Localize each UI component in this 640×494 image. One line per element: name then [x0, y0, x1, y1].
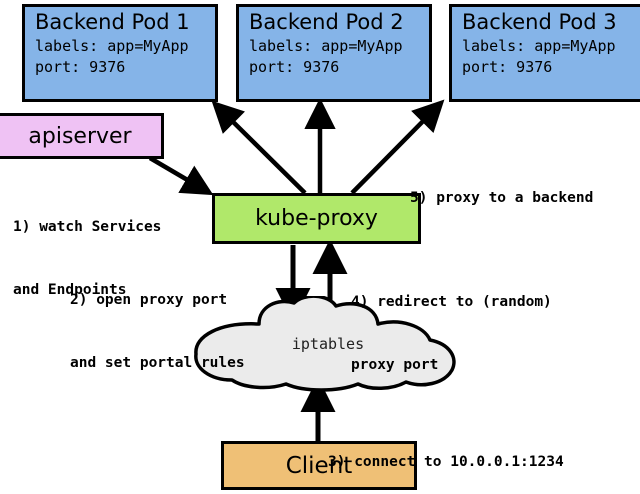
backend-pod-1-port: port: 9376: [35, 58, 126, 76]
backend-pod-2[interactable]: Backend Pod 2 labels: app=MyApp port: 93…: [236, 4, 432, 102]
step-1-line-2: and Endpoints: [13, 282, 127, 298]
step-4-label: 4) redirect to (random) proxy port: [351, 250, 552, 418]
backend-pod-1[interactable]: Backend Pod 1 labels: app=MyApp port: 93…: [22, 4, 218, 102]
step-2-line-1: 2) open proxy port: [70, 292, 228, 308]
backend-pod-3-title: Backend Pod 3: [462, 10, 617, 34]
step-3-label: 3) connect to 10.0.0.1:1234: [328, 410, 564, 494]
backend-pod-3-labels: labels: app=MyApp: [462, 37, 616, 55]
step-5-label: 5) proxy to a backend: [410, 146, 593, 251]
kube-proxy-label: kube-proxy: [255, 206, 378, 231]
step-1-line-1: 1) watch Services: [13, 219, 162, 235]
edge-kubeproxy-to-pod-1: [211, 100, 307, 195]
step-2-label: 2) open proxy port and set portal rules: [70, 248, 245, 416]
client-label: Client: [285, 452, 353, 479]
apiserver-label: apiserver: [28, 123, 132, 149]
step-4-line-1: 4) redirect to (random): [351, 294, 552, 310]
backend-pod-1-labels: labels: app=MyApp: [35, 37, 189, 55]
step-1-label: 1) watch Services and Endpoints: [13, 175, 161, 343]
backend-pod-2-port: port: 9376: [249, 58, 340, 76]
client-node[interactable]: Client: [221, 441, 417, 490]
backend-pod-2-title: Backend Pod 2: [249, 10, 404, 34]
step-5-line-1: 5) proxy to a backend: [410, 190, 594, 206]
step-4-line-2: proxy port: [351, 357, 439, 373]
backend-pod-3[interactable]: Backend Pod 3 labels: app=MyApp port: 93…: [449, 4, 640, 102]
backend-pod-2-labels: labels: app=MyApp: [249, 37, 403, 55]
apiserver-node[interactable]: apiserver: [0, 113, 164, 159]
step-2-line-2: and set portal rules: [70, 355, 245, 371]
iptables-cloud-shape: [194, 294, 456, 392]
backend-pod-1-title: Backend Pod 1: [35, 10, 190, 34]
step-3-line-1: 3) connect to 10.0.0.1:1234: [328, 454, 564, 470]
kube-proxy-node[interactable]: kube-proxy: [212, 193, 421, 244]
backend-pod-3-port: port: 9376: [462, 58, 553, 76]
